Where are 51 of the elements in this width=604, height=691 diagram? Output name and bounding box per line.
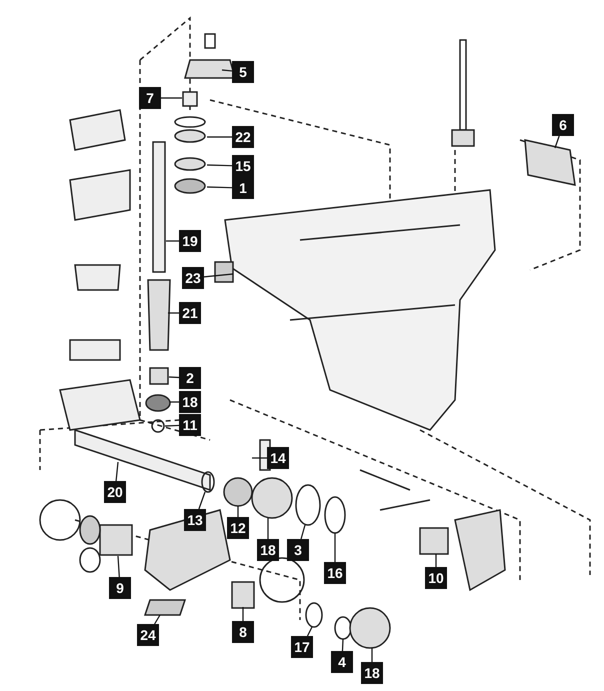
callout-number: 7 (139, 87, 161, 109)
callout-number: 9 (109, 577, 131, 599)
leader-line (252, 457, 267, 459)
leader-line (435, 554, 437, 567)
callout-number: 18 (179, 391, 201, 413)
leader-line (116, 462, 119, 482)
callout-number: 17 (291, 636, 313, 658)
callout-number: 2 (179, 367, 201, 389)
leader-line (206, 164, 232, 166)
leader-line (168, 312, 179, 314)
leader-line (166, 240, 179, 242)
leader-line (554, 136, 560, 148)
leader-line (204, 273, 234, 278)
leader-line (306, 626, 313, 636)
callout-number: 3 (287, 539, 309, 561)
callout-number: 15 (232, 155, 254, 177)
leader-line (242, 607, 244, 621)
leader-line (207, 136, 232, 138)
callout-number: 14 (267, 447, 289, 469)
callout-number: 13 (184, 509, 206, 531)
callout-number: 8 (232, 621, 254, 643)
leader-line (267, 518, 269, 539)
callout-number: 21 (179, 302, 201, 324)
callout-number: 20 (104, 481, 126, 503)
leader-line (222, 69, 232, 72)
leader-line (168, 376, 180, 378)
callout-number: 5 (232, 61, 254, 83)
leader-line (154, 614, 161, 624)
callout-number: 11 (179, 414, 201, 436)
callout-number: 23 (182, 267, 204, 289)
leader-line (334, 533, 336, 562)
leader-line (237, 506, 239, 517)
callout-number: 24 (137, 624, 159, 646)
callout-number: 19 (179, 230, 201, 252)
leader-line (206, 186, 232, 188)
callout-number: 4 (331, 651, 353, 673)
callout-number: 10 (425, 567, 447, 589)
leader-line (371, 648, 373, 662)
callout-number: 16 (324, 562, 346, 584)
callout-number: 18 (257, 539, 279, 561)
leader-line (164, 424, 180, 427)
leader-line (198, 492, 206, 510)
callout-number: 12 (227, 517, 249, 539)
leader-line (342, 638, 344, 652)
callout-number: 6 (552, 114, 574, 136)
leader-line (161, 97, 182, 99)
leader-line (300, 524, 306, 540)
leader-line (117, 556, 120, 578)
callout-number: 18 (361, 662, 383, 684)
callout-number: 1 (232, 177, 254, 199)
callout-number: 22 (232, 126, 254, 148)
